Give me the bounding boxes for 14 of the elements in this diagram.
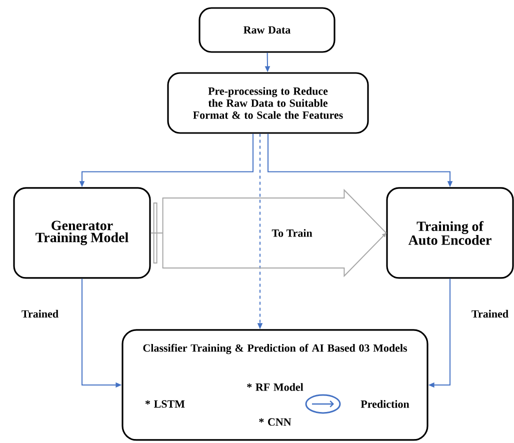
process-box bbox=[122, 329, 428, 441]
edge-label: Trained bbox=[22, 310, 58, 318]
model-item: * CNN bbox=[259, 418, 292, 426]
classifier-heading: Classifier Training & Prediction of AI Based 03 Models bbox=[143, 344, 408, 354]
model-item: * RF Model bbox=[247, 383, 304, 391]
block-arrow bbox=[150, 188, 387, 278]
prediction-label: Prediction bbox=[360, 400, 410, 408]
process-box: Training of Auto Encoder bbox=[386, 187, 514, 279]
process-box: Pre-processing to Reduce the Raw Data to Suitable Format & to Scale the Features bbox=[167, 72, 369, 134]
model-item: * LSTM bbox=[145, 400, 185, 408]
process-box: Raw Data bbox=[198, 7, 336, 53]
edge-label: To Train bbox=[270, 228, 314, 238]
edge-label: Trained bbox=[472, 310, 508, 318]
process-box: Generator Training Model bbox=[13, 187, 151, 279]
